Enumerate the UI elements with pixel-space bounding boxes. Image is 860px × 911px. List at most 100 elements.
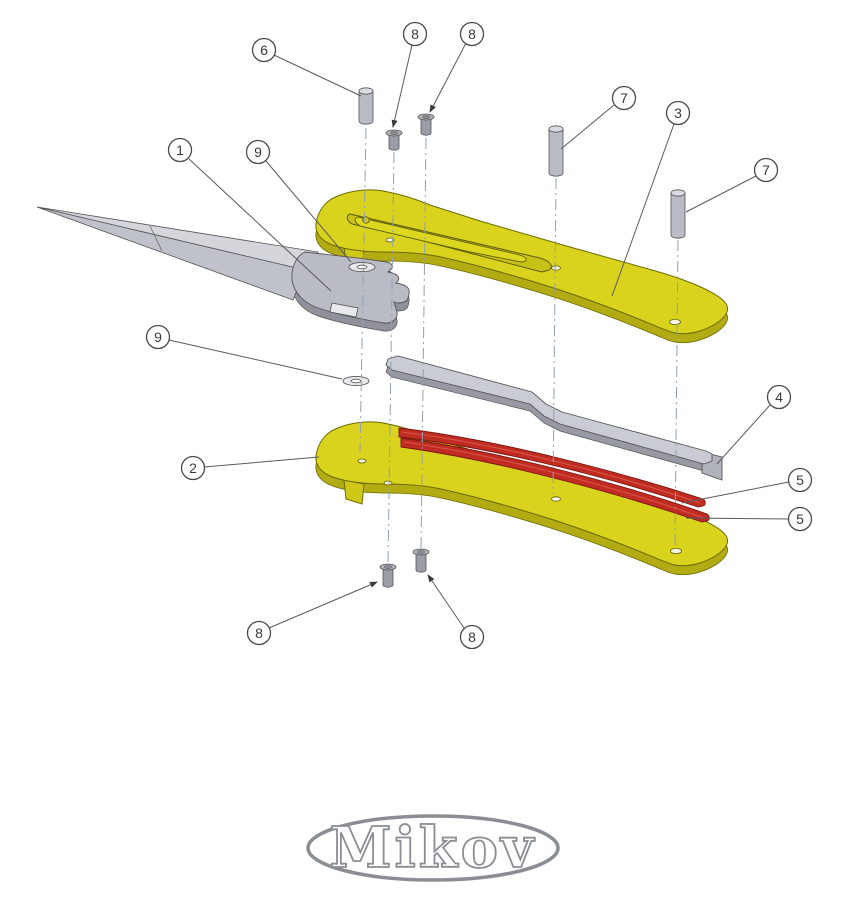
callout-5-upper: 5 bbox=[681, 467, 813, 504]
callout-number: 8 bbox=[468, 26, 476, 42]
callout-8-top-left: 8 bbox=[391, 21, 428, 128]
rivet-hole bbox=[422, 115, 430, 119]
centerline-pin-mid bbox=[552, 177, 557, 495]
callout-number: 9 bbox=[254, 144, 262, 160]
leader-line bbox=[168, 339, 343, 380]
centerlines bbox=[359, 127, 679, 565]
pin-body bbox=[548, 128, 564, 177]
leader-line bbox=[265, 160, 352, 263]
upper-scale-hole bbox=[551, 265, 561, 271]
rivet-body bbox=[420, 116, 432, 136]
callout-number: 7 bbox=[762, 162, 770, 178]
centerline-rivet-right bbox=[420, 137, 427, 550]
washer-hole bbox=[356, 264, 368, 270]
leader-line bbox=[429, 42, 467, 113]
part-rivet-top-left bbox=[385, 129, 403, 151]
lower-scale-hole bbox=[383, 480, 393, 486]
blade-grind-line bbox=[149, 225, 163, 252]
part-springs bbox=[398, 427, 710, 523]
part-upper-scale bbox=[315, 189, 729, 344]
lower-scale-hole bbox=[551, 496, 561, 502]
rivet-body bbox=[382, 566, 394, 588]
leader-line bbox=[268, 581, 378, 629]
lower-scale-hole bbox=[357, 458, 367, 464]
callout-circle bbox=[145, 324, 171, 350]
callout-circle bbox=[787, 467, 813, 493]
callout-circle bbox=[753, 157, 779, 183]
callout-circle bbox=[766, 384, 792, 410]
callout-7-mid: 7 bbox=[560, 85, 637, 150]
callout-number: 5 bbox=[796, 472, 804, 488]
part-pivot-pin bbox=[358, 87, 374, 125]
callout-circle bbox=[251, 37, 277, 63]
callout-number: 8 bbox=[468, 629, 476, 645]
callout-5-lower: 5 bbox=[685, 506, 813, 532]
callout-number: 9 bbox=[154, 329, 162, 345]
spring-lower bbox=[400, 437, 710, 523]
part-blade bbox=[36, 206, 410, 332]
leader-line bbox=[188, 158, 332, 292]
callout-number: 3 bbox=[674, 105, 682, 121]
callout-circle bbox=[611, 85, 637, 111]
part-pin-mid bbox=[548, 125, 564, 177]
callout-circle bbox=[459, 21, 485, 47]
callout-9-bottom: 9 bbox=[145, 324, 343, 380]
rivet-hole bbox=[417, 550, 425, 554]
callout-circle bbox=[246, 620, 272, 646]
logo-text: Mikov bbox=[330, 815, 537, 881]
part-liner-bar bbox=[385, 355, 723, 481]
liner-face bbox=[385, 355, 713, 465]
centerline-rivet-left bbox=[387, 151, 395, 565]
pin-top bbox=[358, 87, 374, 95]
logo-oval bbox=[306, 814, 560, 882]
pin-top bbox=[670, 189, 686, 197]
leader-line bbox=[427, 574, 465, 629]
leader-line bbox=[391, 44, 413, 128]
callout-number: 5 bbox=[796, 511, 804, 527]
part-rivet-bottom-left bbox=[379, 563, 397, 588]
part-rivet-bottom-right bbox=[412, 548, 430, 573]
upper-scale-hole bbox=[669, 318, 681, 325]
leader-line bbox=[611, 123, 675, 297]
spring-lower-highlight bbox=[403, 441, 705, 519]
leader-line bbox=[203, 456, 320, 468]
pin-body bbox=[358, 90, 374, 125]
callout-number: 4 bbox=[775, 389, 783, 405]
callout-circle bbox=[787, 506, 813, 532]
callout-6: 6 bbox=[251, 37, 362, 97]
leader-line bbox=[560, 104, 615, 150]
rivet-hole bbox=[390, 131, 398, 135]
upper-scale-hole bbox=[385, 237, 395, 243]
part-rivet-top-right bbox=[417, 113, 435, 136]
leader-line bbox=[685, 175, 757, 213]
callout-number: 2 bbox=[189, 460, 197, 476]
part-washer-bottom bbox=[342, 375, 370, 387]
callout-4: 4 bbox=[716, 384, 792, 465]
leader-line bbox=[681, 481, 790, 504]
leader-line bbox=[273, 54, 362, 97]
callout-circle bbox=[402, 21, 428, 47]
leader-line bbox=[685, 517, 790, 520]
callout-number: 1 bbox=[176, 142, 184, 158]
callout-8-bottom-right: 8 bbox=[427, 574, 485, 650]
blade-upper-facet bbox=[36, 206, 319, 271]
callout-circle bbox=[245, 139, 271, 165]
centerline-pivot bbox=[359, 127, 367, 453]
spring-upper-highlight bbox=[401, 431, 701, 504]
callout-number: 8 bbox=[255, 625, 263, 641]
callout-circle bbox=[167, 137, 193, 163]
callout-8-bottom-left: 8 bbox=[246, 581, 378, 646]
callout-1: 1 bbox=[167, 137, 332, 292]
brand-logo: Mikov bbox=[306, 814, 560, 882]
washer-hole bbox=[350, 378, 362, 384]
callout-circle bbox=[459, 624, 485, 650]
callout-9-top: 9 bbox=[245, 139, 352, 263]
callout-number: 6 bbox=[260, 42, 268, 58]
callout-number: 7 bbox=[620, 90, 628, 106]
callout-number: 8 bbox=[411, 26, 419, 42]
rivet-body bbox=[388, 132, 400, 151]
rivet-body bbox=[415, 551, 427, 573]
tang-slot-hole bbox=[329, 302, 359, 318]
